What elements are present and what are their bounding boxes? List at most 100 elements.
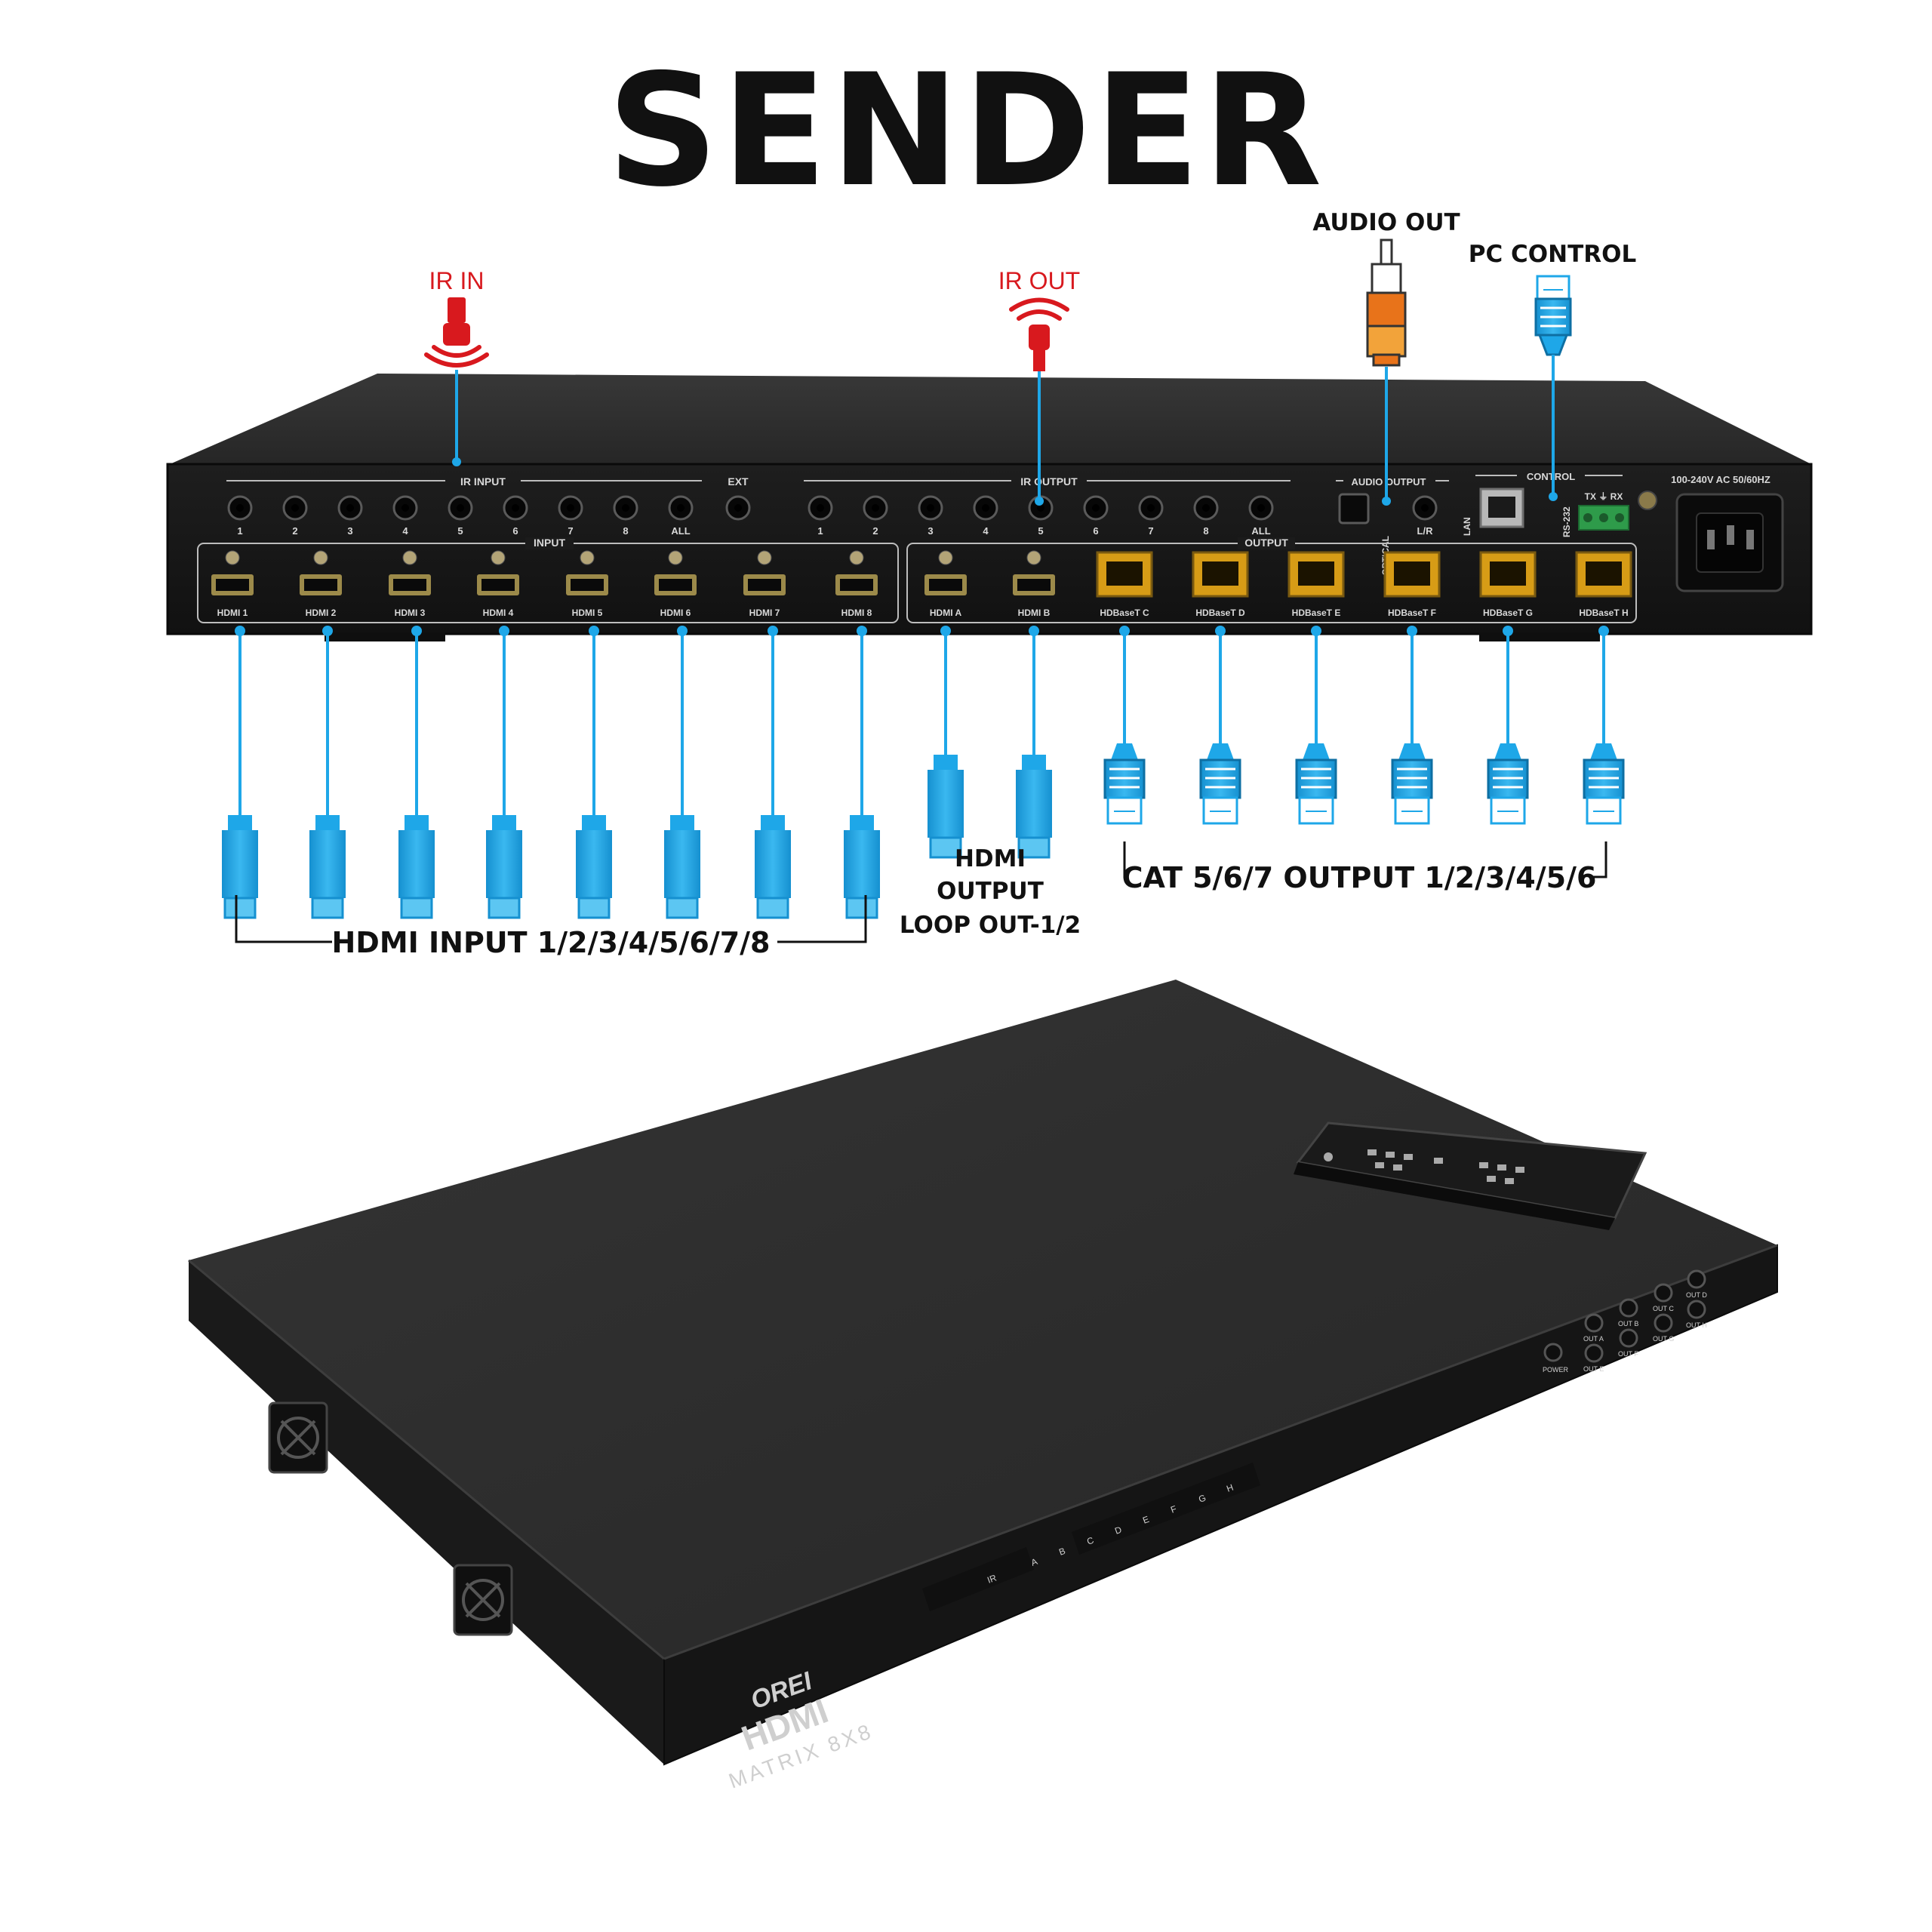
ir-output-port-label: 8: [1203, 525, 1208, 537]
lan-label: LAN: [1462, 517, 1472, 536]
rear-device: IR INPUT EXT IR OUTPUT AUDIO OUTPUT CONT…: [166, 374, 1813, 641]
hdmi-output-callout-line2: OUTPUT: [937, 878, 1044, 905]
hdbaset-ports: [1096, 551, 1632, 598]
ir-output-port-label: 6: [1093, 525, 1098, 537]
out-c-button[interactable]: [1654, 1283, 1673, 1303]
ir-output-port-label: 3: [928, 525, 933, 537]
input-label: INPUT: [534, 537, 565, 549]
hdbaset-label: HDBaseT F: [1388, 608, 1436, 618]
hdmi-input-label: HDMI 4: [483, 608, 514, 618]
hdmi-output-ports: [924, 550, 1055, 595]
hdmi-input-ports: [211, 550, 878, 595]
ir-output-port-label: 1: [817, 525, 823, 537]
lr-jack: [1412, 495, 1438, 521]
ir-out-emitter-icon: [1009, 297, 1069, 371]
indicator-letter: G: [1197, 1492, 1208, 1504]
rj45-plug-icon: [1534, 275, 1572, 356]
hdmi-output-callout-line3: LOOP OUT-1/2: [900, 912, 1081, 939]
fan-grille-icon: [453, 1564, 513, 1636]
rear-panel: [166, 463, 1813, 635]
hdmi-input-label: HDMI 7: [749, 608, 780, 618]
ir-input-port-label: 5: [457, 525, 463, 537]
out-button-label: OUT B: [1618, 1320, 1638, 1327]
out-button-label: OUT A: [1583, 1335, 1604, 1343]
hdmi-input-callout: HDMI INPUT 1/2/3/4/5/6/7/8: [331, 926, 770, 959]
hdmi-output-callout-line1: HDMI: [955, 845, 1026, 872]
ir-input-jacks: [227, 495, 751, 521]
tx-rx-label: TX ⏚ RX: [1585, 491, 1623, 502]
ir-output-jacks: [808, 495, 1274, 521]
ir-output-port-label: 7: [1148, 525, 1153, 537]
ir-output-port-label: ALL: [1251, 525, 1270, 537]
ir-window-label: IR: [986, 1572, 998, 1585]
lr-label: L/R: [1417, 525, 1434, 537]
out-e-button[interactable]: [1584, 1343, 1604, 1363]
hdmi-input-label: HDMI 5: [572, 608, 603, 618]
ir-input-port-label: 3: [347, 525, 352, 537]
front-device-left-side: [189, 1260, 664, 1764]
remote-control: [1294, 1121, 1647, 1230]
out-button-label: OUT G: [1653, 1335, 1674, 1343]
out-button-label: OUT C: [1653, 1305, 1674, 1312]
audio-output-label: AUDIO OUTPUT: [1352, 476, 1426, 488]
front-buttons: [1543, 1269, 1706, 1363]
optical-port: [1338, 493, 1370, 525]
rj45-output-plugs: [1103, 743, 1625, 825]
ir-output-port-label: 4: [983, 525, 989, 537]
ir-out-callout: IR OUT: [998, 267, 1080, 294]
hdmi-output-label: HDMI B: [1018, 608, 1051, 618]
ir-output-port-label: 2: [872, 525, 878, 537]
out-g-button[interactable]: [1654, 1313, 1673, 1333]
power-label: 100-240V AC 50/60HZ: [1671, 474, 1770, 485]
hdmi-input-label: HDMI 2: [306, 608, 337, 618]
ir-in-emitter-icon: [424, 297, 489, 368]
indicator-letter: F: [1169, 1503, 1178, 1515]
control-label: CONTROL: [1527, 471, 1575, 482]
ir-input-port-label: 2: [292, 525, 297, 537]
out-b-button[interactable]: [1619, 1298, 1638, 1318]
out-f-button[interactable]: [1619, 1328, 1638, 1348]
ir-input-label: IR INPUT: [460, 475, 506, 488]
output-label: OUTPUT: [1244, 537, 1288, 549]
ir-input-port-label: 6: [512, 525, 518, 537]
pc-control-callout: PC CONTROL: [1469, 241, 1636, 268]
fan-grille-icon: [268, 1401, 328, 1474]
out-button-label: OUT E: [1583, 1365, 1604, 1373]
ir-input-port-label: ALL: [671, 525, 690, 537]
out-a-button[interactable]: [1584, 1313, 1604, 1333]
ground-screw: [1638, 491, 1657, 510]
power-button-label: POWER: [1543, 1366, 1569, 1374]
rear-device-top: [170, 374, 1811, 464]
ir-input-port-label: 7: [568, 525, 573, 537]
ir-output-port-label: 5: [1038, 525, 1043, 537]
audio-out-callout: AUDIO OUT: [1312, 209, 1460, 236]
hdbaset-label: HDBaseT H: [1579, 608, 1628, 618]
hdmi-output-label: HDMI A: [930, 608, 962, 618]
ir-input-port-label: 1: [237, 525, 242, 537]
out-button-label: OUT D: [1686, 1291, 1707, 1299]
ir-in-callout: IR IN: [429, 267, 485, 294]
hdbaset-label: HDBaseT C: [1100, 608, 1149, 618]
ir-input-port-label: 8: [623, 525, 628, 537]
hdmi-input-label: HDMI 1: [217, 608, 248, 618]
rca-plug-icon: [1366, 238, 1407, 367]
cat-output-callout: CAT 5/6/7 OUTPUT 1/2/3/4/5/6: [1122, 861, 1597, 894]
hdmi-input-plugs: [222, 815, 880, 919]
hdmi-output-plugs: [928, 755, 1052, 859]
power-button[interactable]: [1543, 1343, 1563, 1362]
hdbaset-label: HDBaseT G: [1483, 608, 1533, 618]
page-title: SENDER: [607, 42, 1325, 221]
hdmi-input-label: HDMI 8: [841, 608, 872, 618]
front-device: OREI HDMI MATRIX 8X8 IR A B C D E F G H: [188, 980, 1778, 1793]
hdbaset-label: HDBaseT E: [1292, 608, 1341, 618]
out-d-button[interactable]: [1687, 1269, 1706, 1289]
hdmi-input-label: HDMI 6: [660, 608, 691, 618]
out-button-label: OUT F: [1618, 1350, 1638, 1358]
ir-input-port-label: 4: [402, 525, 408, 537]
out-h-button[interactable]: [1687, 1300, 1706, 1319]
rs232-label: RS-232: [1561, 506, 1572, 537]
hdmi-input-cables: [238, 629, 863, 815]
ext-label: EXT: [728, 475, 749, 488]
ir-output-label: IR OUTPUT: [1020, 475, 1078, 488]
hdbaset-label: HDBaseT D: [1195, 608, 1245, 618]
